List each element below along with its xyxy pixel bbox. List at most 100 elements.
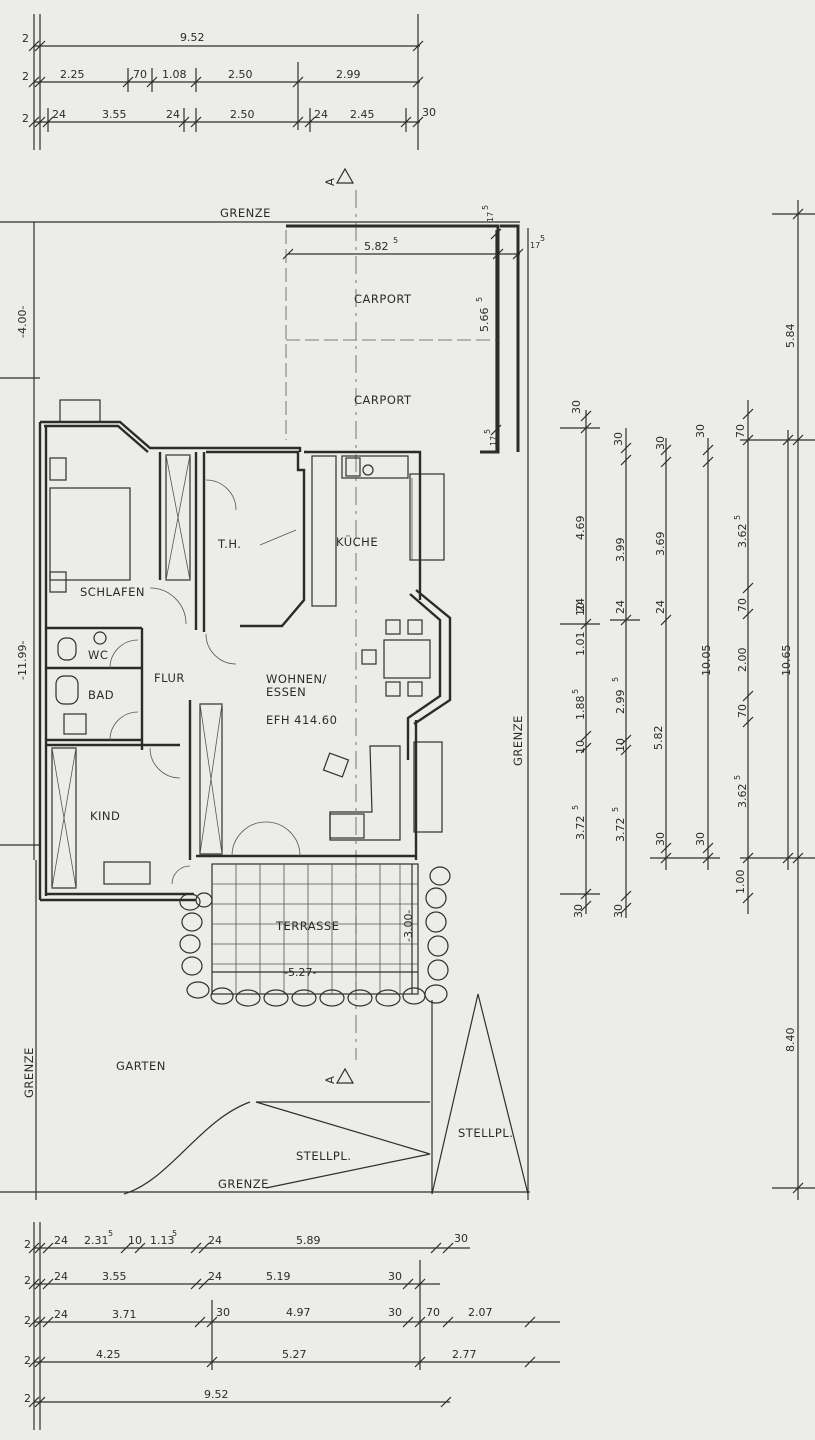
side-col2-dim: 3.72	[614, 818, 627, 843]
side-col6-dim: 10.65	[780, 645, 793, 677]
parking-label-1: STELLPL.	[296, 1149, 351, 1163]
bottom-row4-dim: 5.27	[282, 1348, 307, 1361]
room-label-essen: ESSEN	[266, 685, 306, 699]
room-label-wohnen: WOHNEN/	[266, 672, 327, 686]
side-col5-dim: 70	[734, 424, 747, 438]
bottom-row1-dim: 1.13	[150, 1234, 175, 1247]
bottom-row1-dim: 2	[24, 1238, 31, 1251]
house-walls	[38, 399, 452, 902]
bottom-row1-dim: 30	[454, 1232, 468, 1245]
carport-offset-right: 17	[530, 241, 540, 250]
carport-offset-top-sup: 5	[481, 205, 490, 210]
side-col3-dim: 3.69	[654, 532, 667, 557]
side-col4-dim: 30	[694, 832, 707, 846]
side-col1-dim: 30	[570, 400, 583, 414]
garden-parking: GARTEN A STELLPL. STELLPL.	[116, 993, 529, 1195]
carport-offset-bottom-sup: 5	[483, 429, 492, 434]
bottom-row2-dim: 3.55	[102, 1270, 127, 1283]
bottom-row3-dim: 2.07	[468, 1306, 493, 1319]
property-lines: GRENZE GRENZE GRENZE GRENZE -4.00- -11.9…	[0, 206, 530, 1200]
carport-offset-top: 17	[486, 212, 495, 222]
side-col1-dim: 10	[574, 740, 587, 754]
bottom-row3-dim: 30	[216, 1306, 230, 1319]
top-row3-dim: 24	[166, 108, 180, 121]
room-label-terrasse: TERRASSE	[275, 919, 340, 933]
side-col2-sup: 5	[611, 677, 620, 682]
top-dimension-rows: 2 9.52 2 2.25 70 1.08 2.50 2.99 2 24 3.5…	[22, 14, 436, 150]
side-col1-dim: 1.01	[574, 632, 587, 657]
left-dim-upper: -4.00-	[16, 306, 29, 338]
side-col2-dim: 2.99	[614, 690, 627, 715]
carport-depth-dim: 5.66	[478, 308, 491, 333]
side-col5-dim: 1.00	[734, 870, 747, 895]
side-col2-dim: 30	[612, 432, 625, 446]
bottom-row1-dim: 24	[208, 1234, 222, 1247]
bottom-row3-dim: 3.71	[112, 1308, 137, 1321]
side-col1-dim: 24	[574, 598, 587, 612]
side-col5-dim: 70	[736, 598, 749, 612]
side-col5-sup: 5	[733, 515, 742, 520]
parking-label-2: STELLPL.	[458, 1126, 513, 1140]
grenze-left-label: GRENZE	[22, 1047, 36, 1098]
top-row1-dim: 2	[22, 32, 29, 45]
bottom-row2-dim: 2	[24, 1274, 31, 1287]
side-col4-dim: 10.05	[700, 645, 713, 677]
bottom-dimension-rows: 2 24 2.31 5 10 1.13 5 24 5.89 30 2 24 3.…	[24, 1222, 560, 1430]
side-col2-dim: 3.99	[614, 538, 627, 563]
top-row2-dim: 2.25	[60, 68, 85, 81]
terrace: TERRASSE -5.27- -3.00-	[179, 863, 451, 1007]
top-row3-dim: 2.45	[350, 108, 375, 121]
carport: 5.82 5 5.66 5 17 5 17 5 17 5 CARPORT CAR…	[282, 205, 545, 454]
side-col5-dim: 3.62	[736, 784, 749, 809]
carport-label: CARPORT	[354, 292, 412, 306]
right-dim-lower: 8.40	[784, 1028, 797, 1053]
bottom-row4-dim: 2	[24, 1354, 31, 1367]
bottom-row4-dim: 4.25	[96, 1348, 121, 1361]
top-row2-dim: 2	[22, 70, 29, 83]
terrace-depth-dim: -3.00-	[402, 910, 415, 942]
room-label-kueche: KÜCHE	[336, 533, 378, 549]
efh-elevation: EFH 414.60	[266, 713, 337, 727]
side-col1-dim: 10	[574, 602, 587, 616]
side-col2-dim: 24	[614, 600, 627, 614]
bottom-row3-dim: 24	[54, 1308, 68, 1321]
bottom-row3-dim: 2	[24, 1314, 31, 1327]
section-mark-label: A	[323, 178, 337, 186]
carport-width-dim: 5.82	[364, 240, 389, 253]
side-col5-dim: 3.62	[736, 524, 749, 549]
room-label-wc: WC	[88, 648, 108, 662]
bottom-row1-dim: 10	[128, 1234, 142, 1247]
top-row1-dim: 9.52	[180, 31, 205, 44]
section-mark-label: A	[323, 1076, 337, 1084]
side-col3-dim: 30	[654, 832, 667, 846]
side-col1-dim: 3.72	[574, 816, 587, 841]
carport-offset-right-sup: 5	[540, 234, 545, 243]
top-row2-dim: 1.08	[162, 68, 187, 81]
side-col4-dim: 30	[694, 424, 707, 438]
side-col5-dim: 70	[736, 704, 749, 718]
side-col1-dim: 4.69	[574, 516, 587, 541]
room-label-kind: KIND	[90, 809, 120, 823]
side-col2-dim: 10	[614, 738, 627, 752]
bottom-row5-dim: 9.52	[204, 1388, 229, 1401]
bottom-row3-dim: 4.97	[286, 1306, 311, 1319]
room-label-th: T.H.	[217, 537, 241, 551]
right-dim-upper: 5.84	[784, 324, 797, 349]
left-dim-total: -11.99-	[16, 641, 29, 680]
carport-label: CARPORT	[354, 393, 412, 407]
carport-depth-sup: 5	[475, 297, 484, 302]
side-col1-dim: 30	[572, 904, 585, 918]
top-row3-dim: 24	[52, 108, 66, 121]
grenze-bottom-label: GRENZE	[218, 1177, 269, 1191]
top-row2-dim: 2.99	[336, 68, 361, 81]
top-row2-dim: 70	[133, 68, 147, 81]
bottom-row3-dim: 70	[426, 1306, 440, 1319]
bottom-row1-dim: 2.31	[84, 1234, 109, 1247]
bottom-row2-dim: 24	[54, 1270, 68, 1283]
side-col3-dim: 24	[654, 600, 667, 614]
top-row3-dim: 3.55	[102, 108, 127, 121]
side-dimension-columns: 30 1.01 10 4.69 24 1.88 5 10 3.72 5 30 3…	[560, 200, 815, 1200]
top-row2-dim: 2.50	[228, 68, 253, 81]
carport-width-sup: 5	[393, 236, 398, 245]
